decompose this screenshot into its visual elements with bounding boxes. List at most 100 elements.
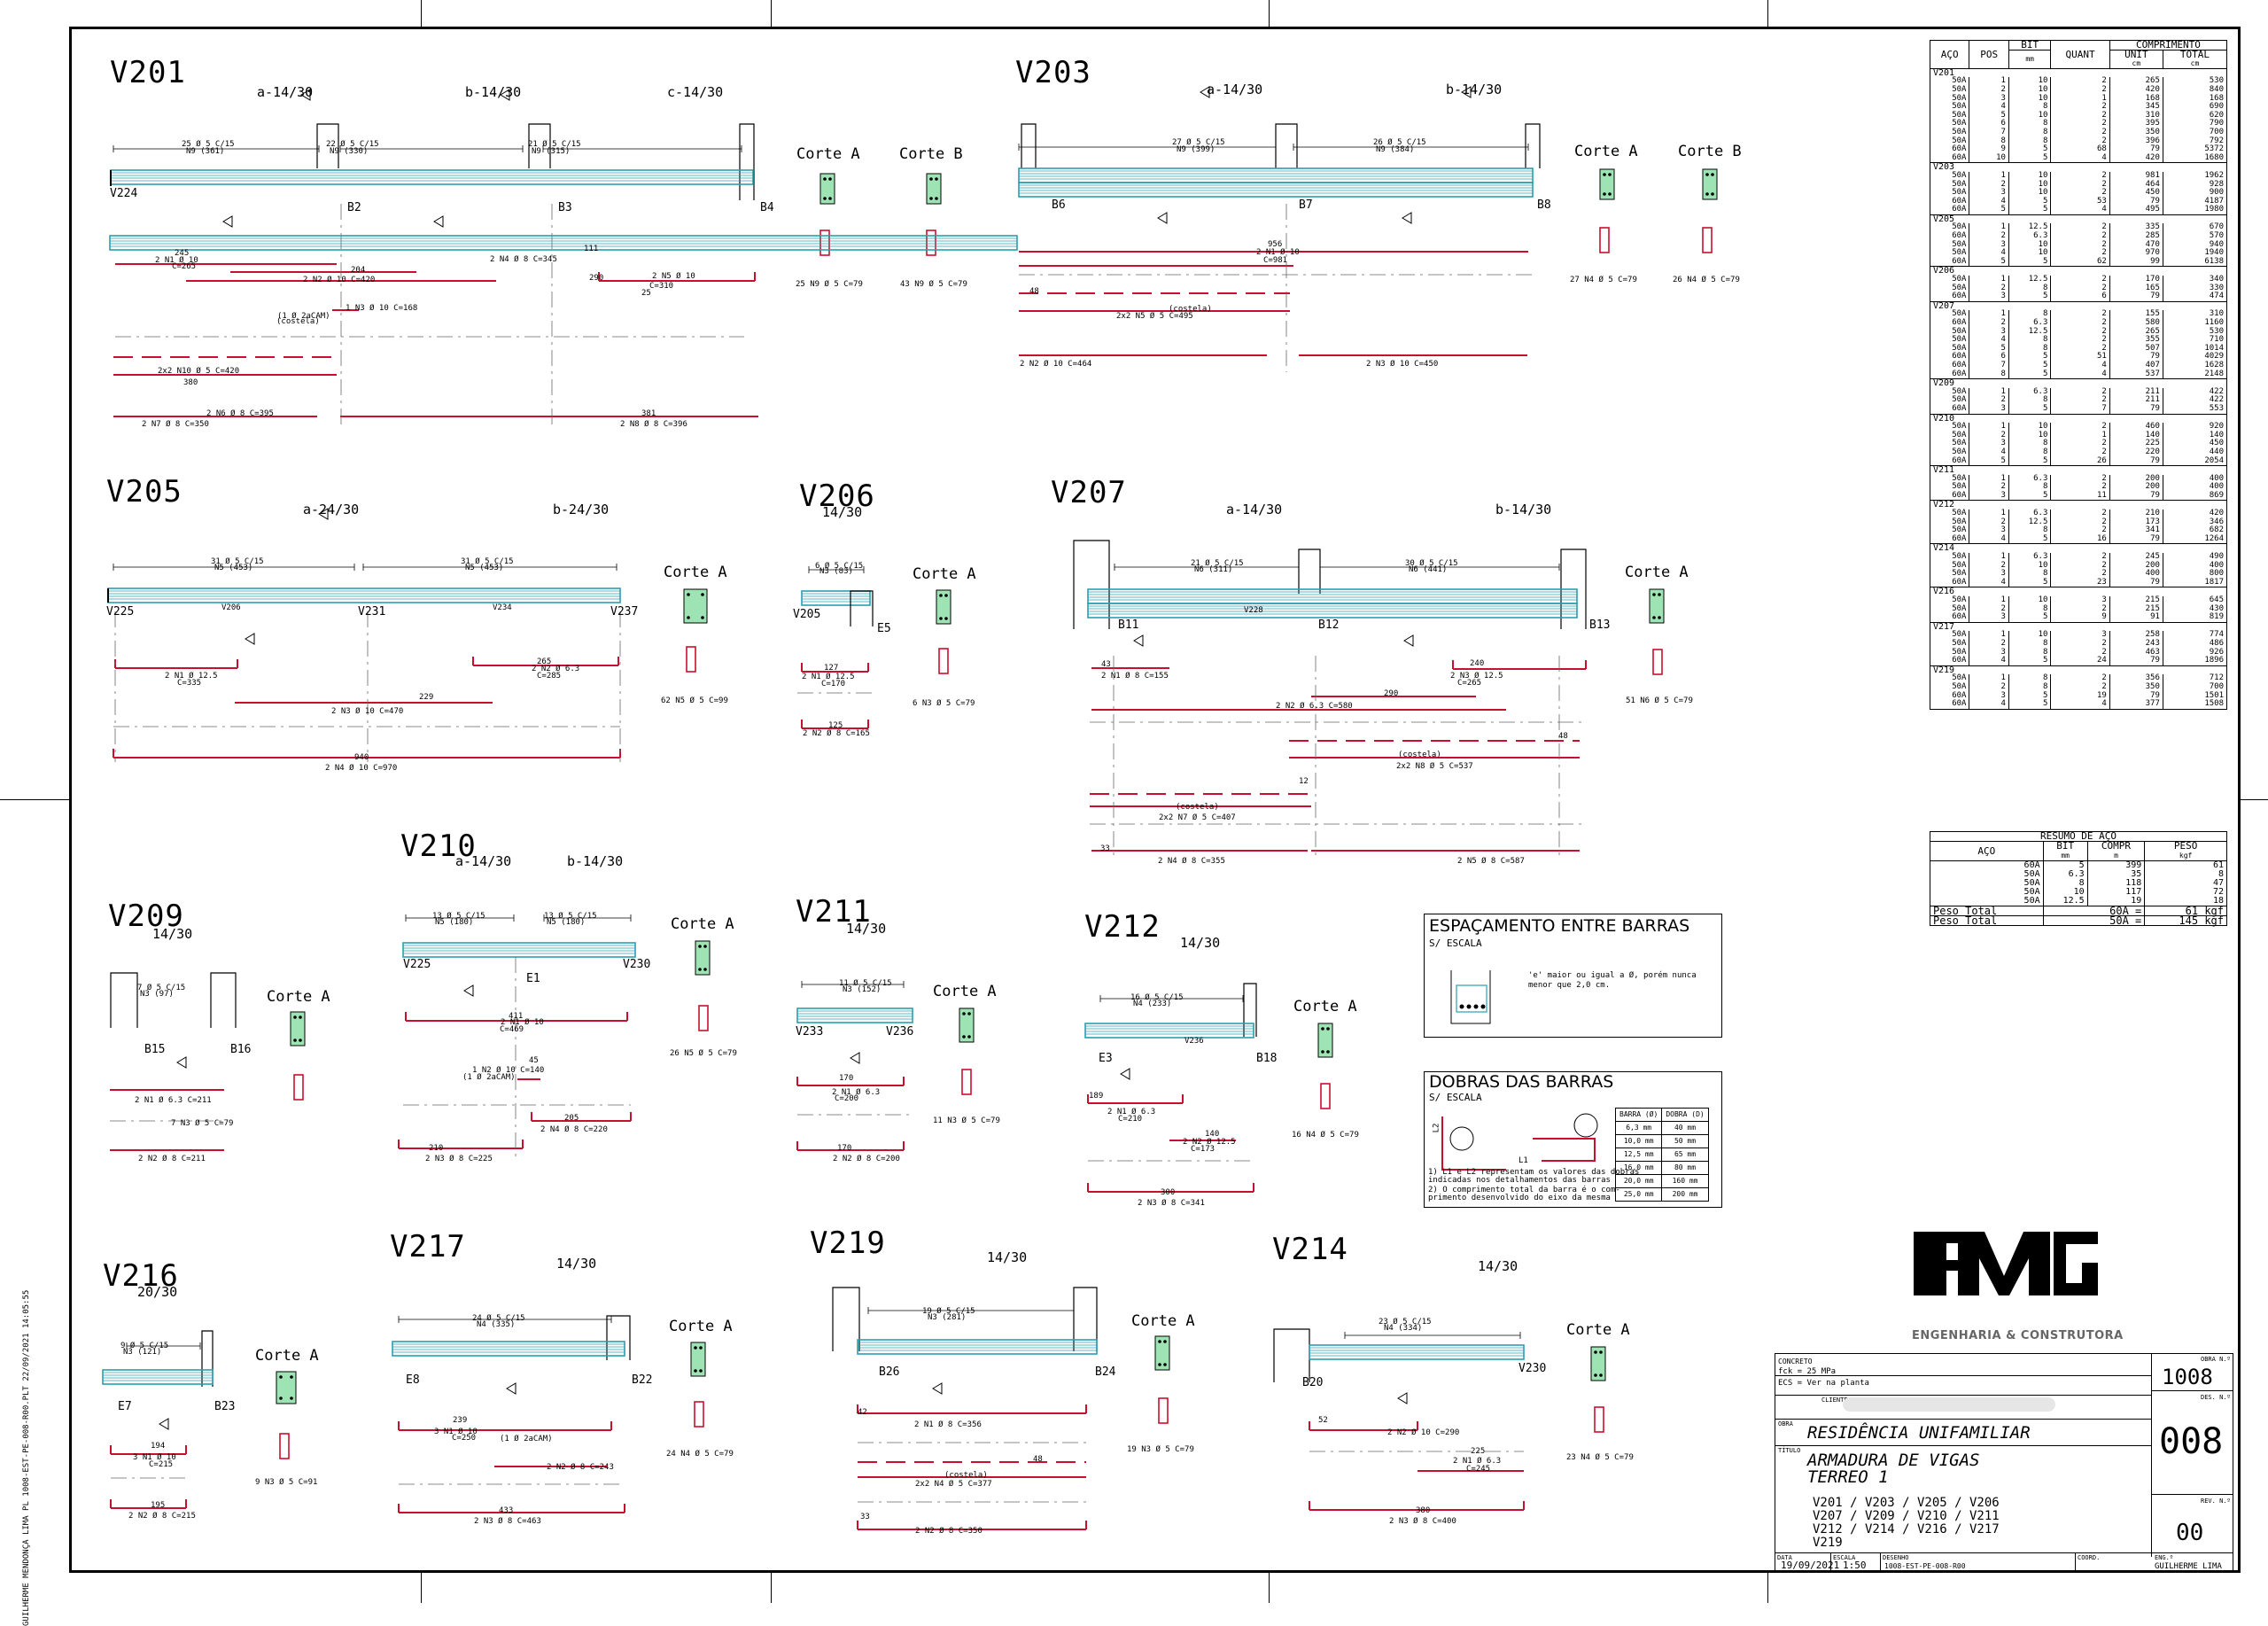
rebar-note: 27 Ø 5 C/15 xyxy=(1172,138,1225,147)
table-cell: 2 xyxy=(2050,570,2110,579)
rebar-note: 45 xyxy=(529,1056,539,1065)
border-tick xyxy=(1269,1573,1270,1603)
unit-header: cm xyxy=(2132,59,2141,68)
tb-label: OBRA N.º xyxy=(2201,1356,2231,1363)
rebar-note: (costela) xyxy=(944,1471,988,1480)
rebar-note: 225 xyxy=(1471,1447,1486,1456)
table-cell: 3 xyxy=(1969,612,2009,623)
table-cell: 6.3 xyxy=(2008,552,2051,562)
table-cell: 400 xyxy=(2162,561,2227,571)
spacing-bar xyxy=(1473,1004,1479,1009)
tb-titulo: TERREO 1 xyxy=(1807,1467,1889,1487)
stirrup-shape xyxy=(819,230,830,256)
rebar-dot xyxy=(1603,192,1606,196)
table-cell: 50A xyxy=(1929,474,1969,484)
table-cell: 8 xyxy=(2008,604,2051,614)
section-cut-arrow xyxy=(932,1382,943,1395)
table-cell: 3 xyxy=(1969,526,2009,535)
rebar-note: 2 N1 Ø 10 xyxy=(501,1018,544,1027)
table-cell: 2 xyxy=(2050,447,2110,457)
table-cell: 495 xyxy=(2109,205,2163,215)
rebar-dot xyxy=(967,1012,971,1015)
rebar-note: 1 N3 Ø 10 C=168 xyxy=(346,304,418,313)
cross-section xyxy=(819,173,835,205)
corte-label: Corte A xyxy=(669,1318,733,1335)
table-cell: 6 xyxy=(2050,292,2110,302)
table-cell: 2 xyxy=(1969,396,2009,405)
table-cell: 91 xyxy=(2109,612,2163,623)
table-cell: 5 xyxy=(2008,370,2051,379)
beam-elevation xyxy=(402,942,636,958)
rebar-dot xyxy=(962,1012,966,1015)
table-cell: 4 xyxy=(1969,656,2009,666)
rebar-dot xyxy=(929,197,933,200)
rebar-note: 25 Ø 5 C/15 xyxy=(182,140,235,149)
rebar-note: 25 N9 Ø 5 C=79 xyxy=(796,280,863,289)
tb-divider xyxy=(2075,1552,2076,1571)
rebar-note: 9 N3 Ø 5 C=91 xyxy=(255,1478,318,1487)
rebar-dot xyxy=(1594,1373,1597,1377)
table-cell: 792 xyxy=(2162,136,2227,146)
beam-title-v214: V214 xyxy=(1272,1232,1348,1267)
table-cell: 5 xyxy=(2008,353,2051,362)
rebar-note: 290 xyxy=(589,274,604,283)
table-cell: 1 xyxy=(1969,595,2009,605)
support-label: E1 xyxy=(526,972,540,985)
steel-group-beam: V219 xyxy=(1930,665,2227,675)
table-cell: 99 xyxy=(2109,257,2163,267)
tb-obra-number: 1008 xyxy=(2162,1365,2213,1389)
section-cut-arrow xyxy=(1402,212,1412,224)
corte-label: Corte A xyxy=(267,988,330,1006)
table-cell: 4 xyxy=(1969,578,2009,587)
rebar-note: 2 N7 Ø 8 C=350 xyxy=(142,420,209,429)
beam-elevation xyxy=(857,1339,1098,1355)
table-cell: 2 xyxy=(2050,682,2110,692)
beam-title-v201: V201 xyxy=(110,55,186,90)
rebar-note: 3 N1 Ø 10 xyxy=(133,1453,176,1462)
spacing-scale: S/ ESCALA xyxy=(1429,937,1482,949)
stirrup-shape xyxy=(926,230,936,256)
rebar-note: C=250 xyxy=(452,1434,477,1443)
table-cell: 50A xyxy=(1929,336,1969,345)
rebar-note: 2x2 N7 Ø 5 C=407 xyxy=(1159,813,1236,822)
rebar-note: (1 Ø 2aCAM) xyxy=(500,1435,553,1443)
steel-group-header: V210 xyxy=(1930,413,2227,424)
rebar-dot xyxy=(699,1369,703,1373)
table-cell: 2 xyxy=(2050,275,2110,284)
table-cell: 79 xyxy=(2109,404,2163,415)
table-cell: 50A xyxy=(1929,648,1969,657)
rebar-dot xyxy=(293,1039,297,1042)
table-cell: 3 xyxy=(2050,595,2110,605)
table-cell: 2 xyxy=(2050,396,2110,405)
unit-header: kgf xyxy=(2179,852,2193,860)
table-cell: 1 xyxy=(1969,674,2009,683)
table-cell: 819 xyxy=(2162,612,2227,623)
tb-scale: 1:50 xyxy=(1843,1560,1867,1571)
rebar-note: 2 N2 Ø 8 C=200 xyxy=(833,1155,900,1163)
table-cell: 9 xyxy=(1969,145,2009,154)
rebar-note: N3 (121) xyxy=(123,1348,162,1357)
rebar-dot xyxy=(701,593,704,596)
section-label: b-14/30 xyxy=(567,853,624,869)
border-tick xyxy=(1767,1573,1768,1603)
rebar-note: N5 (180) xyxy=(547,918,586,927)
table-cell: 2 xyxy=(2050,648,2110,657)
table-cell: 4 xyxy=(1969,699,2009,710)
bend-title: DOBRAS DAS BARRAS xyxy=(1429,1072,1614,1092)
rebar-dot xyxy=(929,177,933,181)
support-column xyxy=(1273,1328,1310,1382)
table-cell: 5 xyxy=(2008,257,2051,267)
bend-l1-label: L1 xyxy=(1518,1156,1528,1165)
rebar-note: 127 xyxy=(824,664,839,673)
rebar-note: 2 N1 Ø 10 xyxy=(155,256,198,265)
table-cell: 8 xyxy=(2008,344,2051,354)
corte-label: Corte A xyxy=(1131,1312,1195,1330)
